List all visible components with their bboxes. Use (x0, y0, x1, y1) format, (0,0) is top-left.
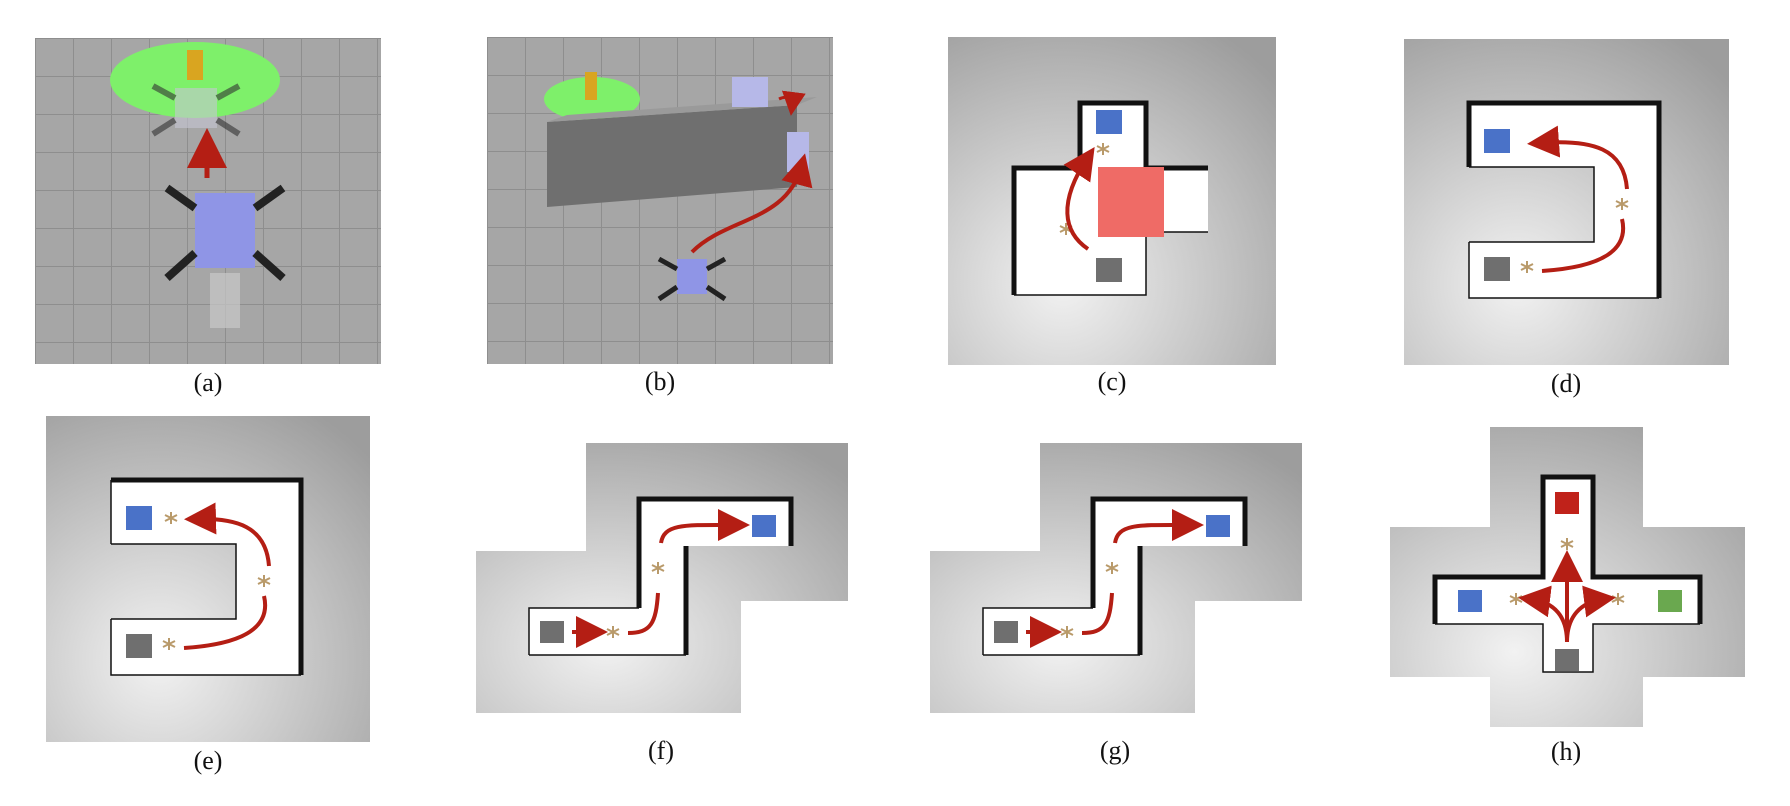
gold-pillar (585, 72, 597, 100)
robot-mid (787, 132, 809, 172)
arrow (1539, 142, 1629, 273)
caption-h: (h) (1550, 737, 1582, 766)
scene-a (35, 38, 381, 364)
arrow-long (690, 153, 813, 254)
start-gray-square (540, 621, 564, 643)
caption-f: (f) (648, 736, 674, 765)
goal-blue-square (1484, 129, 1510, 153)
scene-b (487, 37, 833, 364)
goal-blue-square (126, 506, 152, 530)
panel-d: (d) (1404, 39, 1729, 398)
panel-e: (e) (46, 416, 370, 775)
goal-blue-square (1096, 110, 1122, 134)
start-gray-square (126, 634, 152, 658)
scene-f (476, 443, 848, 713)
arrow (1063, 147, 1095, 251)
panel-g: (g) (930, 443, 1302, 765)
panel-b: (b) (487, 37, 833, 396)
panel-c: (c) (948, 37, 1276, 396)
panel-a: (a) (35, 38, 381, 397)
robot-ghost-top (151, 83, 241, 137)
scene-e (46, 416, 370, 742)
obstacle-red-block (1098, 167, 1164, 237)
goal-blue-square (1458, 590, 1482, 612)
goal-blue-square (1206, 515, 1230, 537)
goal-red-square (1555, 492, 1579, 514)
arrow (184, 519, 271, 650)
wall-block (547, 105, 797, 207)
panel-h: (h) (1390, 427, 1745, 766)
robot-goal (732, 77, 768, 107)
caption-e: (e) (193, 746, 223, 775)
start-gray-square (1555, 649, 1579, 671)
goal-green-square (1658, 590, 1682, 612)
arrow-short (778, 90, 806, 116)
start-gray-square (1484, 257, 1510, 281)
arrow (627, 525, 738, 635)
caption-c: (c) (1097, 367, 1127, 396)
arrow (1081, 525, 1192, 635)
scene-d (1404, 39, 1729, 365)
scene-c (948, 37, 1276, 365)
caption-d: (d) (1550, 369, 1582, 398)
arrows (1565, 585, 1616, 643)
start-gray-square (1096, 258, 1122, 282)
caption-b: (b) (644, 367, 676, 396)
caption-a: (a) (193, 368, 223, 397)
goal-blue-square (752, 515, 776, 537)
caption-g: (g) (1099, 736, 1131, 765)
start-gray-square (994, 621, 1018, 643)
panel-f: (f) (476, 443, 848, 765)
scene-h (1390, 427, 1745, 727)
robot-main (164, 184, 286, 328)
gold-pillar (187, 50, 203, 80)
robot-start (657, 256, 727, 302)
scene-g (930, 443, 1302, 713)
